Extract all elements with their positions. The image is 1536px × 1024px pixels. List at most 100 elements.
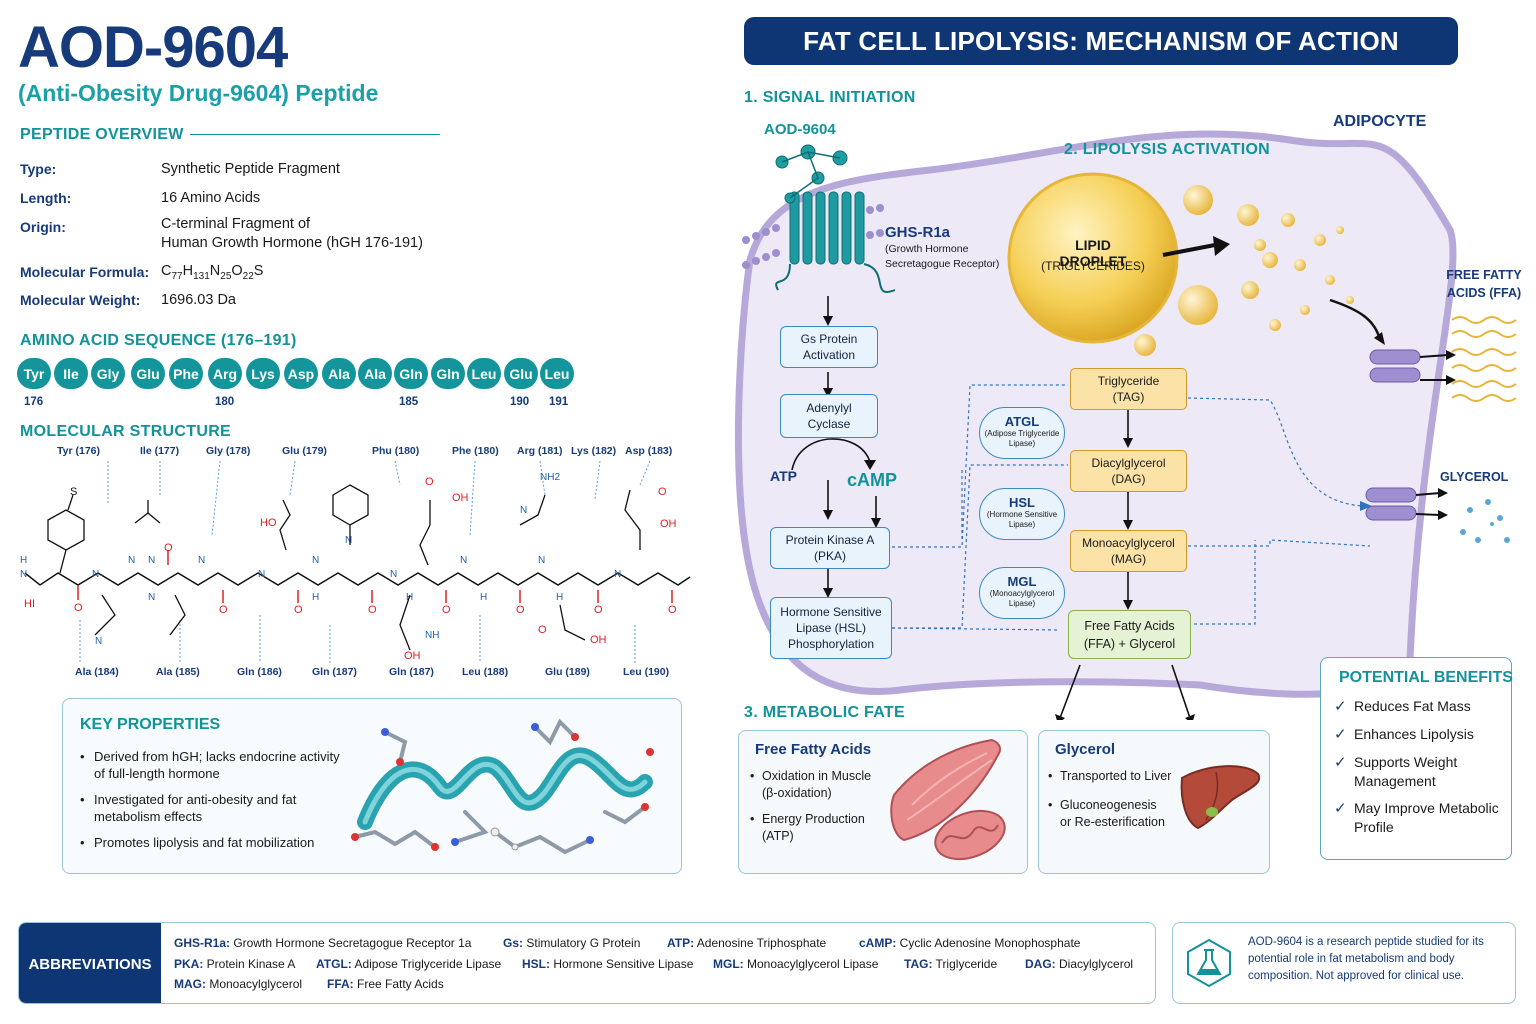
abbr-entry: MAG: Monoacylglycerol	[174, 977, 302, 991]
abbr-entry: TAG: Triglyceride	[904, 957, 997, 971]
flask-icon	[1187, 938, 1231, 988]
svg-text:O: O	[425, 476, 434, 488]
disclaimer-text: AOD-9604 is a research peptide studied f…	[1248, 936, 1484, 982]
key-properties-heading: KEY PROPERTIES	[80, 716, 221, 733]
svg-text:N: N	[95, 636, 102, 647]
structure-label: Phu (180)	[372, 445, 420, 457]
key-property-item: Derived from hGH; lacks endocrine activi…	[80, 748, 340, 766]
svg-text:O: O	[538, 624, 547, 636]
residue-chip: Ala	[322, 358, 356, 389]
abbr-def: Stimulatory G Protein	[523, 936, 641, 950]
enzyme-name: ATGL	[1004, 414, 1040, 429]
gs-protein-box: Gs Protein Activation	[780, 326, 878, 368]
enzyme-full-name: (Hormone Sensitive Lipase)	[986, 510, 1058, 529]
structure-label: Ala (185)	[156, 666, 200, 678]
overview-key: Molecular Formula:	[20, 264, 150, 280]
residue-chip: Gly	[91, 358, 125, 389]
svg-text:O: O	[164, 542, 173, 554]
svg-text:N: N	[148, 592, 155, 603]
muscle-icon	[890, 738, 1006, 861]
svg-text:O: O	[658, 486, 667, 498]
step-metabolic-fate: 3. METABOLIC FATE	[744, 704, 905, 721]
step-signal-initiation: 1. SIGNAL INITIATION	[744, 89, 916, 106]
residue-chip: Gln	[431, 358, 465, 389]
structure-label: Leu (188)	[462, 666, 509, 678]
svg-text:H: H	[20, 555, 27, 566]
abbr-entry: DAG: Diacylglycerol	[1025, 957, 1133, 971]
check-icon: ✓	[1334, 698, 1347, 715]
hsl-enzyme: HSL (Hormone Sensitive Lipase)	[979, 488, 1065, 540]
enzyme-name: MGL	[1007, 574, 1037, 589]
residue-number: 180	[215, 396, 235, 408]
enzyme-full-name: (Monoacylglycerol Lipase)	[989, 589, 1055, 608]
svg-text:O: O	[594, 604, 603, 616]
residue-chip: Gln	[394, 358, 428, 389]
abbr-def: Cyclic Adenosine Monophosphate	[896, 936, 1081, 950]
ffa-glycerol-box: Free Fatty Acids (FFA) + Glycerol	[1068, 610, 1191, 659]
adenylyl-cyclase-box: Adenylyl Cyclase	[780, 394, 878, 438]
residue-chip: Leu	[467, 358, 501, 389]
svg-text:OH: OH	[590, 634, 607, 646]
benefit-item: Supports Weight Management	[1354, 754, 1458, 789]
residue-chip: Arg	[208, 358, 242, 389]
svg-text:OH: OH	[660, 518, 677, 530]
benefit-item: Reduces Fat Mass	[1354, 698, 1471, 714]
mgl-enzyme: MGL (Monoacylglycerol Lipase)	[979, 567, 1065, 619]
pka-box: Protein Kinase A (PKA)	[770, 527, 890, 569]
svg-text:N: N	[520, 505, 527, 516]
structure-label: Glu (189)	[545, 666, 590, 678]
tag-box: Triglyceride (TAG)	[1070, 368, 1187, 410]
svg-text:OH: OH	[404, 650, 421, 662]
abbr-def: Adipose Triglyceride Lipase	[351, 957, 502, 971]
step-lipolysis-activation: 2. LIPOLYSIS ACTIVATION	[1064, 141, 1271, 158]
structure-label: Ile (177)	[140, 445, 180, 457]
svg-text:H: H	[556, 592, 563, 603]
residue-number: 185	[399, 396, 419, 408]
svg-text:N: N	[312, 555, 319, 566]
dag-box: Diacylglycerol (DAG)	[1070, 450, 1187, 492]
structure-label: Tyr (176)	[57, 445, 100, 457]
structure-label: Glu (179)	[282, 445, 327, 457]
svg-text:O: O	[516, 604, 525, 616]
main-title: AOD-9604	[18, 15, 288, 80]
svg-text:N: N	[390, 569, 397, 580]
structure-heading: MOLECULAR STRUCTURE	[20, 423, 232, 440]
ffa-fate-title: Free Fatty Acids	[755, 741, 872, 758]
sequence-heading: AMINO ACID SEQUENCE (176–191)	[20, 332, 297, 349]
svg-text:HI: HI	[24, 598, 35, 610]
abbr-term: MGL:	[713, 957, 744, 971]
abbr-entry: HSL: Hormone Sensitive Lipase	[522, 957, 693, 971]
svg-text:N: N	[258, 569, 265, 580]
svg-text:O: O	[294, 604, 303, 616]
peptide-helix-model	[351, 718, 654, 855]
abbr-def: Hormone Sensitive Lipase	[550, 957, 694, 971]
atp-label: ATP	[770, 468, 797, 484]
residue-number: 191	[549, 396, 569, 408]
svg-text:S: S	[70, 486, 77, 498]
abbr-term: GHS-R1a:	[174, 936, 231, 950]
abbr-term: Gs:	[503, 936, 524, 950]
atgl-enzyme: ATGL (Adipose Triglyceride Lipase)	[979, 407, 1065, 459]
key-property-item: Promotes lipolysis and fat mobilization	[80, 834, 314, 852]
overview-value: 16 Amino Acids	[161, 190, 261, 206]
structure-label: Leu (190)	[623, 666, 670, 678]
ffa-fate-item: Energy Production (ATP)	[750, 811, 865, 845]
residue-number: 190	[510, 396, 530, 408]
abbr-def: Adenosine Triphosphate	[694, 936, 827, 950]
residue-chip: Lys	[246, 358, 280, 389]
benefits-heading: POTENTIAL BENEFITS	[1339, 669, 1513, 686]
abbr-term: ATP:	[667, 936, 695, 950]
overview-key: Type:	[20, 161, 57, 177]
glycerol-fate-title: Glycerol	[1055, 741, 1116, 758]
svg-text:NH2: NH2	[540, 472, 560, 483]
residue-chip: Ala	[358, 358, 392, 389]
overview-heading: PEPTIDE OVERVIEW	[20, 126, 184, 143]
structure-label: Ala (184)	[75, 666, 119, 678]
svg-text:N: N	[128, 555, 135, 566]
svg-text:O: O	[74, 602, 83, 614]
overview-value: Synthetic Peptide Fragment	[161, 161, 340, 177]
glycerol-output-label: GLYCEROL	[1440, 470, 1509, 484]
svg-text:H: H	[312, 592, 319, 603]
overview-value-cont: Human Growth Hormone (hGH 176-191)	[161, 235, 423, 251]
